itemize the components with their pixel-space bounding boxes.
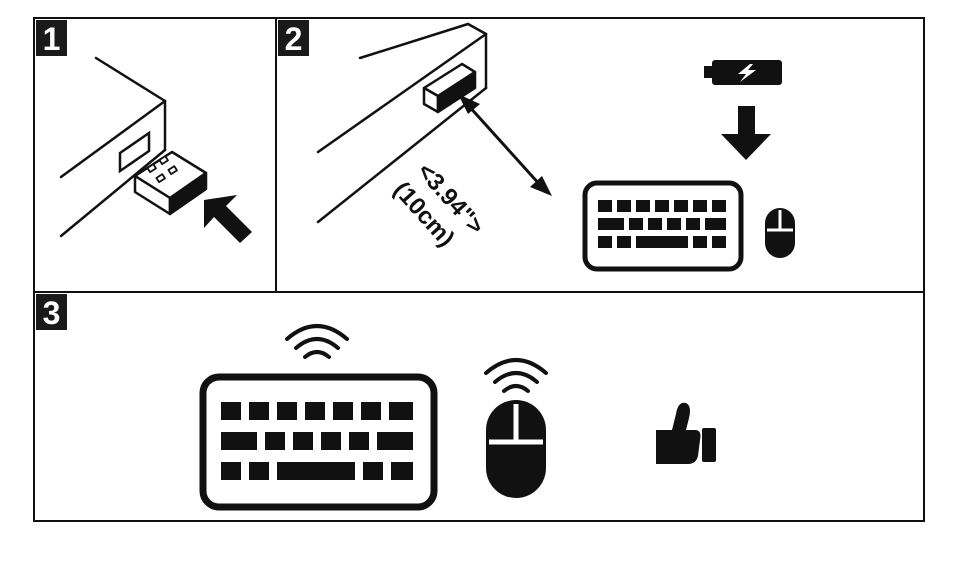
panel-frames	[33, 17, 925, 522]
svg-text:3: 3	[43, 295, 61, 331]
wifi-signal-icon	[484, 358, 548, 393]
arrow-icon	[204, 195, 252, 243]
keyboard-icon	[582, 180, 744, 272]
battery-charging-icon	[704, 60, 782, 85]
step-label-3: 3	[36, 294, 67, 331]
wifi-signal-icon	[285, 324, 349, 359]
mouse-icon	[486, 400, 546, 498]
keyboard-icon	[199, 373, 438, 511]
step-label-2: 2	[278, 20, 309, 57]
computer-side-2	[316, 22, 488, 224]
arrow-down-icon	[721, 106, 771, 160]
plugged-receiver	[422, 62, 477, 114]
computer-side-1	[59, 56, 167, 238]
thumbs-up-icon	[656, 402, 716, 464]
mouse-icon	[765, 208, 795, 258]
usb-port	[118, 130, 151, 174]
svg-text:1: 1	[43, 21, 61, 57]
step-label-1: 1	[36, 20, 67, 57]
distance-arrow	[458, 94, 552, 196]
distance-label: <3.94"> (10cm)	[388, 158, 489, 252]
svg-text:2: 2	[285, 21, 303, 57]
usb-receiver-icon	[133, 150, 208, 216]
